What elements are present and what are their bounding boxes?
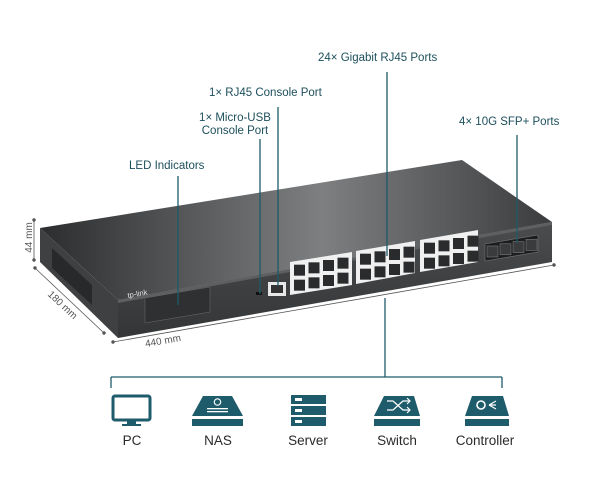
rj45-port bbox=[308, 262, 320, 274]
gigabit-ports-label: 24× Gigabit RJ45 Ports bbox=[318, 52, 438, 64]
rj45-port bbox=[294, 264, 305, 276]
rj45-port bbox=[467, 235, 479, 247]
callout-leader-lines bbox=[177, 72, 518, 305]
sfp-ports bbox=[486, 239, 538, 258]
rj45-port bbox=[374, 251, 386, 263]
device-label-switch: Switch bbox=[377, 433, 417, 448]
micro-usb-console-label: 1× Micro-USB Console Port bbox=[193, 112, 277, 138]
device-icons bbox=[111, 394, 509, 426]
rj45-port bbox=[438, 255, 450, 267]
rj45-port bbox=[403, 246, 415, 258]
width-dimension-line bbox=[112, 264, 555, 343]
rj45-port bbox=[467, 250, 479, 262]
rj45-port bbox=[403, 261, 415, 273]
rj45-console-label: 1× RJ45 Console Port bbox=[209, 87, 322, 99]
rj45-port bbox=[308, 277, 320, 289]
device-label-nas: NAS bbox=[204, 433, 232, 448]
sfp-port bbox=[525, 239, 538, 251]
pc-monitor-icon bbox=[111, 394, 152, 426]
sfp-port bbox=[486, 245, 499, 258]
rj45-port bbox=[424, 242, 435, 254]
led-indicators-label: LED Indicators bbox=[129, 160, 205, 172]
sfp-ports-label: 4× 10G SFP+ Ports bbox=[459, 116, 560, 128]
device-label-server: Server bbox=[288, 433, 328, 448]
controller-icon bbox=[465, 396, 509, 426]
rj45-port bbox=[360, 268, 371, 280]
dimension-lines bbox=[32, 218, 556, 344]
rj45-port bbox=[389, 249, 400, 260]
sfp-port bbox=[499, 243, 512, 256]
rj45-port bbox=[374, 266, 386, 278]
rj45-port bbox=[438, 240, 450, 252]
rj45-port bbox=[453, 238, 464, 249]
rj45-port bbox=[323, 275, 334, 286]
server-icon bbox=[291, 395, 326, 426]
switch-top-surface bbox=[40, 160, 552, 300]
nas-icon bbox=[192, 396, 243, 426]
rj45-port bbox=[337, 257, 349, 269]
device-label-controller: Controller bbox=[455, 433, 515, 448]
rj45-port bbox=[294, 279, 305, 291]
rj45-port bbox=[389, 264, 400, 275]
network-switch: tp-link bbox=[40, 160, 552, 338]
rj45-port bbox=[323, 260, 334, 271]
height-dimension-label: 44 mm bbox=[23, 222, 35, 253]
micro-usb-label-line2: Console Port bbox=[201, 125, 269, 137]
rj45-ports bbox=[294, 235, 479, 291]
rj45-port-group-1 bbox=[290, 252, 352, 295]
vent-grille bbox=[52, 248, 92, 305]
rj45-port bbox=[337, 272, 349, 284]
micro-usb-label-line1: 1× Micro-USB bbox=[199, 112, 271, 124]
switch-icon bbox=[374, 396, 420, 426]
rj45-port bbox=[360, 253, 371, 265]
connection-tree bbox=[110, 298, 503, 388]
rj45-port bbox=[424, 257, 435, 269]
sfp-port bbox=[512, 241, 525, 253]
rj45-port bbox=[453, 253, 464, 264]
device-label-pc: PC bbox=[122, 433, 142, 448]
depth-dimension-line bbox=[34, 267, 105, 334]
tp-link-logo: tp-link bbox=[127, 288, 149, 300]
micro-usb-port bbox=[256, 292, 262, 295]
